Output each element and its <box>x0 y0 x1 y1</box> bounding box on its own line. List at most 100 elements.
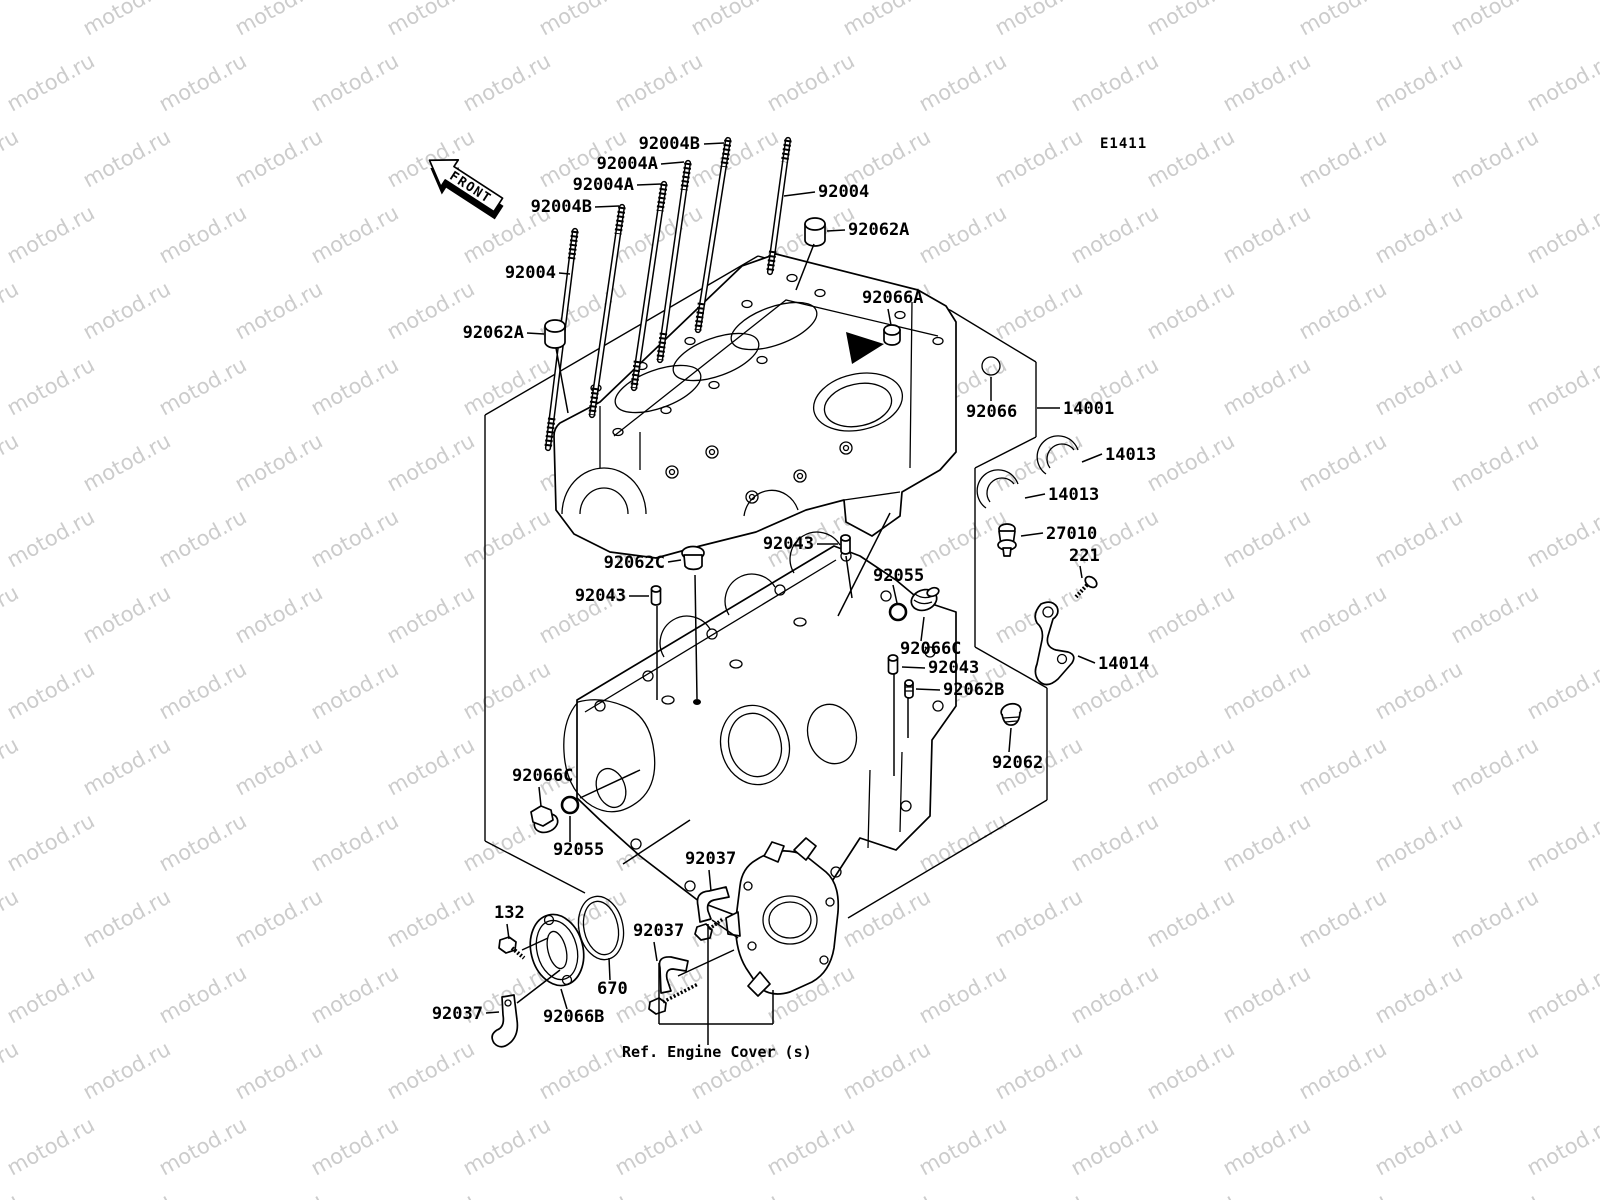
watermark-text: motod.ru <box>1295 733 1391 801</box>
watermark-text: motod.ru <box>383 885 479 953</box>
watermark-text: motod.ru <box>79 125 175 193</box>
bolt-132 <box>498 936 526 960</box>
watermark-text: motod.ru <box>231 1037 327 1105</box>
leader-line <box>1008 727 1012 753</box>
watermark-text: motod.ru <box>991 0 1087 40</box>
watermark-text: motod.ru <box>1219 1113 1315 1181</box>
watermark-text: motod.ru <box>687 1189 783 1200</box>
watermark-text: motod.ru <box>839 1037 935 1105</box>
dowel-92062b <box>904 679 914 699</box>
watermark-text: motod.ru <box>839 0 935 40</box>
leader-line <box>660 161 685 165</box>
watermark-text: motod.ru <box>763 49 859 117</box>
leader-line <box>1081 453 1103 463</box>
watermark-text: motod.ru <box>1295 125 1391 193</box>
watermark-text: motod.ru <box>915 505 1011 573</box>
envelop-line <box>974 436 1037 469</box>
pin-92043-right <box>887 654 899 675</box>
watermark-text: motod.ru <box>1143 125 1239 193</box>
watermark-text: motod.ru <box>1295 0 1391 40</box>
watermark-text: motod.ru <box>3 201 99 269</box>
pointer-line <box>711 919 739 939</box>
engine-cover-ref <box>725 837 840 997</box>
watermark-text: motod.ru <box>611 1113 707 1181</box>
leader-line <box>485 1011 500 1014</box>
watermark-text: motod.ru <box>0 125 23 193</box>
watermark-text: motod.ru <box>1295 1189 1391 1200</box>
watermark-text: motod.ru <box>1371 49 1467 117</box>
watermark-text: motod.ru <box>3 961 99 1029</box>
watermark-text: motod.ru <box>1143 733 1239 801</box>
watermark-text: motod.ru <box>0 1037 23 1105</box>
watermark-text: motod.ru <box>1067 49 1163 117</box>
watermark-text: motod.ru <box>1371 809 1467 877</box>
watermark-text: motod.ru <box>231 1189 327 1200</box>
watermark-text: motod.ru <box>307 49 403 117</box>
half-ring-14013-a <box>1036 435 1079 475</box>
watermark-text: motod.ru <box>155 49 251 117</box>
leader-line <box>1077 655 1096 664</box>
watermark-text: motod.ru <box>459 1113 555 1181</box>
part-label-92066A: 92066A <box>862 288 923 308</box>
watermark-text: motod.ru <box>1447 429 1543 497</box>
part-label-132: 132 <box>494 903 525 923</box>
watermark-text: motod.ru <box>307 961 403 1029</box>
watermark-text: motod.ru <box>1447 733 1543 801</box>
watermark-text: motod.ru <box>1523 1113 1600 1181</box>
watermark-text: motod.ru <box>0 1189 23 1200</box>
watermark-text: motod.ru <box>1295 277 1391 345</box>
part-label-92066C-left: 92066C <box>512 766 573 786</box>
pointer-line <box>795 243 815 291</box>
part-label-14014: 14014 <box>1098 654 1149 674</box>
watermark-text: motod.ru <box>991 1037 1087 1105</box>
leader-line <box>636 183 662 186</box>
watermark-text: motod.ru <box>1523 505 1600 573</box>
part-label-14013-a: 14013 <box>1105 445 1156 465</box>
watermark-text: motod.ru <box>1295 1037 1391 1105</box>
part-label-92004B-top: 92004B <box>639 134 700 154</box>
pointer-line <box>622 819 691 865</box>
watermark-text: motod.ru <box>231 277 327 345</box>
watermark-text: motod.ru <box>1523 657 1600 725</box>
watermark-text: motod.ru <box>1447 1189 1543 1200</box>
watermark-text: motod.ru <box>1067 809 1163 877</box>
lower-crankcase-half <box>563 531 957 933</box>
label-leader-lines <box>485 142 1103 1014</box>
watermark-text: motod.ru <box>3 1113 99 1181</box>
watermark-text: motod.ru <box>307 201 403 269</box>
watermark-text: motod.ru <box>383 429 479 497</box>
oil-pressure-switch-27010 <box>997 523 1017 557</box>
leader-line <box>1079 565 1083 579</box>
watermark-text: motod.ru <box>231 429 327 497</box>
part-label-27010: 27010 <box>1046 524 1097 544</box>
stay-92037-bottomleft <box>491 994 519 1048</box>
watermark-text: motod.ru <box>1523 809 1600 877</box>
watermark-text: motod.ru <box>383 1037 479 1105</box>
pointer-line <box>677 949 735 977</box>
part-label-670: 670 <box>597 979 628 999</box>
watermark-text: motod.ru <box>79 1189 175 1200</box>
part-label-92055-top: 92055 <box>873 566 924 586</box>
breather-plate-14014 <box>1034 601 1075 686</box>
watermark-text: motod.ru <box>1523 961 1600 1029</box>
breather-cover-92066b <box>529 913 585 987</box>
watermark-text: motod.ru <box>1143 1037 1239 1105</box>
watermark-text: motod.ru <box>3 657 99 725</box>
part-label-92004B-left: 92004B <box>531 197 592 217</box>
pointer-line <box>837 512 891 617</box>
part-label-221: 221 <box>1069 546 1100 566</box>
leader-line <box>783 191 816 197</box>
leader-line <box>526 332 545 335</box>
watermark-text: motod.ru <box>307 809 403 877</box>
part-label-92066: 92066 <box>966 402 1017 422</box>
part-label-92004A-1: 92004A <box>597 154 658 174</box>
watermark-text: motod.ru <box>915 809 1011 877</box>
watermark-text: motod.ru <box>459 49 555 117</box>
watermark-text: motod.ru <box>1523 201 1600 269</box>
envelop-line <box>484 840 586 894</box>
watermark-text: motod.ru <box>231 733 327 801</box>
pointer-line <box>579 769 641 799</box>
watermark-text: motod.ru <box>1371 961 1467 1029</box>
watermark-text: motod.ru <box>763 1113 859 1181</box>
pointer-line <box>516 969 561 1004</box>
